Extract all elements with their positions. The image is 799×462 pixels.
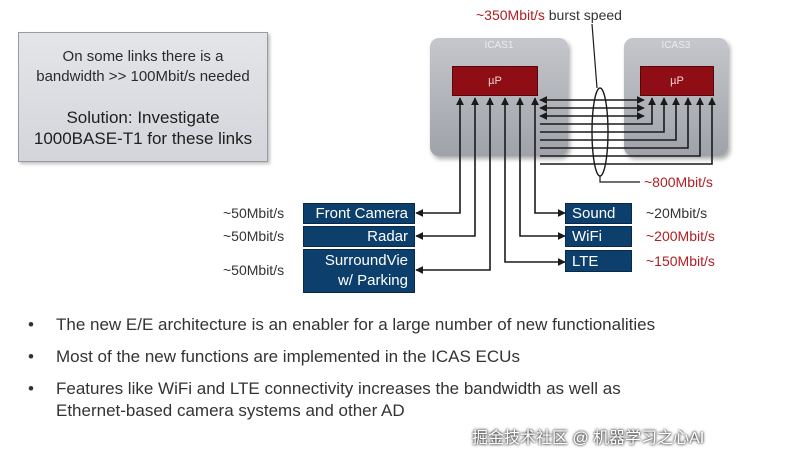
callout-problem-line2: bandwidth >> 100Mbit/s needed: [36, 68, 250, 85]
burst-speed-value: ~350Mbit/s: [476, 7, 545, 23]
node-wifi: WiFi: [565, 226, 632, 247]
bullet-text: Most of the new functions are implemente…: [56, 347, 520, 366]
node-sound: Sound: [565, 203, 632, 224]
bullet-item: • Most of the new functions are implement…: [26, 346, 796, 368]
ecu-icas1-name: ICAS1: [484, 40, 514, 51]
node-radar: Radar: [303, 226, 415, 247]
bullet-dot: •: [28, 379, 34, 398]
callout-solution-line1: Solution: Investigate: [66, 108, 220, 127]
bullet-dot: •: [28, 315, 34, 334]
callout-problem: On some links there is a bandwidth >> 10…: [19, 47, 267, 87]
bullet-list: • The new E/E architecture is an enabler …: [26, 314, 796, 422]
callout-solution-line2: 1000BASE-T1 for these links: [33, 129, 253, 148]
bullet-text: Features like WiFi and LTE connectivity …: [56, 379, 621, 398]
node-surround-view: SurroundVie w/ Parking: [303, 249, 415, 293]
node-surround-view-line1: SurroundVie: [324, 252, 408, 269]
speed-front-camera: ~50Mbit/s: [223, 205, 285, 221]
bullet-item: • The new E/E architecture is an enabler …: [26, 314, 796, 336]
watermark: 掘金技术社区 @ 机器学习之心AI: [472, 430, 705, 447]
bullet-text-continued: Ethernet-based camera systems and other …: [56, 401, 405, 420]
callout-problem-line1: On some links there is a: [62, 48, 224, 65]
speed-sound: ~20Mbit/s: [646, 205, 708, 221]
node-front-camera: Front Camera: [303, 203, 415, 224]
bullet-dot: •: [28, 347, 34, 366]
ecu-icas3-processor: µP: [640, 66, 714, 96]
speed-surround-view: ~50Mbit/s: [223, 262, 285, 278]
callout-solution: Solution: Investigate 1000BASE-T1 for th…: [19, 107, 267, 149]
speed-lte: ~150Mbit/s: [646, 253, 715, 269]
trunk-speed-label: ~800Mbit/s: [644, 174, 713, 190]
burst-speed-label: ~350Mbit/s burst speed: [476, 7, 622, 23]
speed-wifi: ~200Mbit/s: [646, 228, 715, 244]
bandwidth-callout: On some links there is a bandwidth >> 10…: [18, 32, 268, 162]
ecu-icas3: ICAS3 µP: [624, 38, 728, 156]
burst-speed-text: burst speed: [548, 7, 622, 23]
ecu-icas3-name: ICAS3: [661, 40, 691, 51]
bullet-text: The new E/E architecture is an enabler f…: [56, 315, 656, 334]
node-surround-view-line2: w/ Parking: [337, 272, 408, 289]
speed-radar: ~50Mbit/s: [223, 228, 285, 244]
ecu-icas1-processor: µP: [452, 66, 538, 96]
bullet-item: • Features like WiFi and LTE connectivity…: [26, 378, 796, 422]
node-lte: LTE: [565, 250, 632, 272]
